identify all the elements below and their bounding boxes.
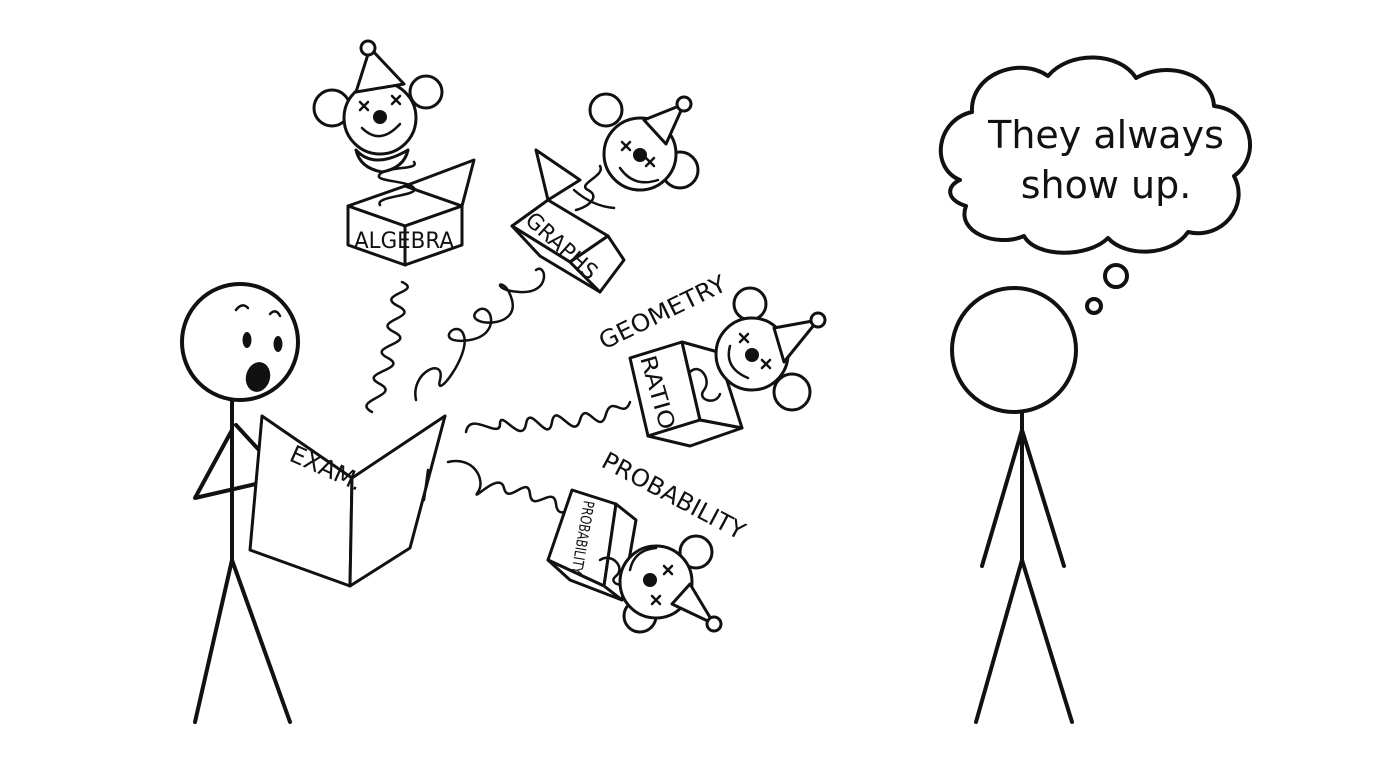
- box-label-algebra: ALGEBRA: [354, 229, 454, 254]
- thought-bubble: They always show up.: [938, 55, 1252, 315]
- jack-box-probability: PROBABILITY PROBABILITY: [446, 447, 750, 634]
- right-stick-figure: [950, 286, 1078, 724]
- jack-box-algebra: ALGEBRA: [312, 39, 476, 414]
- thought-text-line1: They always: [987, 113, 1224, 157]
- jack-box-ratio: GEOMETRY RATIO: [464, 270, 827, 448]
- clown-icon: [714, 286, 827, 412]
- clown-icon: [312, 39, 444, 174]
- exam-paper: EXAM.: [248, 414, 447, 588]
- thought-text-line2: show up.: [1021, 163, 1192, 207]
- label-geometry: GEOMETRY: [594, 270, 731, 356]
- clown-icon: [572, 92, 700, 210]
- clown-icon: [618, 534, 723, 634]
